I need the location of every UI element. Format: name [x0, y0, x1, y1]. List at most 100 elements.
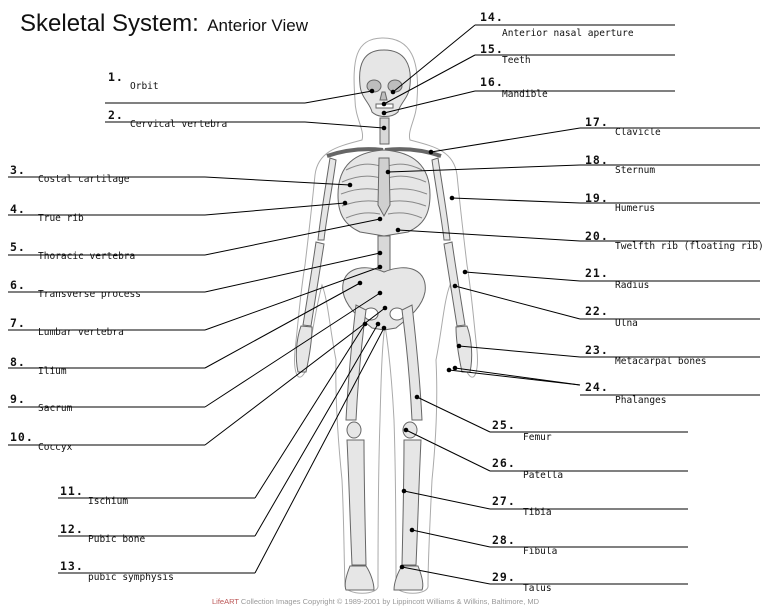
left-forearm: [302, 241, 325, 327]
leader-teeth: [383, 54, 476, 105]
pointer-dot-anterior-nasal-aperture: [390, 89, 396, 95]
leader-thoracic-vertebra: [204, 218, 381, 256]
callout-label-cervical-vertebra: Cervical vertebra: [130, 119, 228, 130]
callout-label-orbit: Orbit: [130, 81, 159, 92]
callout-number-costal-cartilage: 3.: [10, 163, 26, 177]
leader-clavicle: [430, 127, 581, 153]
leader-orbit: [304, 90, 373, 104]
callout-label-anterior-nasal-aperture: Anterior nasal aperture: [502, 28, 634, 39]
copyright-credit: LifeART Collection Images Copyright © 19…: [212, 597, 539, 606]
pointer-dot-sternum: [385, 169, 391, 175]
diagram-title: Skeletal System: Anterior View: [20, 10, 308, 38]
callout-number-thoracic-vertebra: 5.: [10, 240, 26, 254]
leader-pubic-bone: [254, 323, 379, 537]
pointer-dot-tibia: [401, 488, 407, 494]
leader-true-rib: [204, 202, 346, 216]
callout-label-lumbar-vertebra: Lumbar vertebra: [38, 327, 124, 338]
callout-label-ulna: Ulna: [615, 318, 638, 329]
callout-number-patella: 26.: [492, 456, 516, 470]
callout-label-sacrum: Sacrum: [38, 403, 73, 414]
callout-label-phalanges: Phalanges: [615, 395, 667, 406]
leader-cervical-vertebra: [304, 121, 385, 129]
title-subtitle: Anterior View: [207, 16, 308, 35]
callout-label-radius: Radius: [615, 280, 650, 291]
pointer-dot-humerus: [449, 195, 455, 201]
callout-number-ulna: 22.: [585, 304, 609, 318]
leader-pubic-symphysis: [254, 327, 385, 574]
callout-number-orbit: 1.: [108, 70, 124, 84]
skeleton-figure: [294, 37, 478, 594]
pointer-dot-pubic-symphysis: [381, 325, 387, 331]
leader-tibia: [403, 490, 491, 510]
pointer-dot-orbit: [369, 88, 375, 94]
right-clavicle: [384, 147, 442, 158]
leader-coccyx: [204, 307, 386, 446]
leader-ilium: [204, 282, 361, 369]
leader-humerus: [451, 197, 581, 204]
leader-patella: [405, 429, 491, 472]
leader-fibula: [411, 529, 491, 548]
callout-label-mandible: Mandible: [502, 89, 548, 100]
pointer-dot-coccyx: [382, 305, 388, 311]
callout-number-phalanges: 24.: [585, 380, 609, 394]
callout-label-ischium: Ischium: [88, 496, 129, 507]
callout-label-humerus: Humerus: [615, 203, 656, 214]
pointer-dot-ilium: [357, 280, 363, 286]
callout-number-pubic-bone: 12.: [60, 522, 84, 536]
callout-label-ilium: Ilium: [38, 366, 67, 377]
leader-transverse-process: [204, 252, 381, 293]
pointer-dot-femur: [414, 394, 420, 400]
leader-anterior-nasal-aperture: [392, 24, 476, 93]
pointer-dot-cervical-vertebra: [381, 125, 387, 131]
callout-label-thoracic-vertebra: Thoracic vertebra: [38, 251, 136, 262]
callout-label-metacarpal-bones: Metacarpal bones: [615, 356, 707, 367]
callout-number-teeth: 15.: [480, 42, 504, 56]
callout-number-fibula: 28.: [492, 533, 516, 547]
callout-number-radius: 21.: [585, 266, 609, 280]
credit-text: Collection Images Copyright © 1989-2001 …: [238, 597, 540, 606]
left-hand: [295, 325, 313, 373]
title-main: Skeletal System:: [20, 10, 199, 37]
leader-mandible: [383, 90, 476, 114]
leader-radius: [464, 271, 581, 282]
leader-ulna: [454, 285, 581, 320]
pointer-dot-lumbar-vertebra: [377, 264, 383, 270]
leader-metacarpal-bones: [458, 345, 581, 358]
callout-number-lumbar-vertebra: 7.: [10, 316, 26, 330]
leader-lumbar-vertebra: [204, 266, 381, 331]
credit-brand: LifeART: [212, 597, 239, 606]
callout-number-talus: 29.: [492, 570, 516, 584]
left-lower-leg: [346, 439, 367, 566]
callout-label-true-rib: True rib: [38, 213, 84, 224]
pointer-dot-phalanges-2: [446, 367, 452, 373]
callout-label-fibula: Fibula: [523, 546, 558, 557]
cervical-spine: [379, 117, 390, 145]
leader-lines: [8, 24, 760, 585]
leader-talus: [401, 566, 491, 585]
callout-label-pubic-symphysis: pubic symphysis: [88, 572, 174, 583]
leader-femur: [416, 396, 491, 433]
right-lower-leg: [401, 439, 422, 566]
skull: [359, 49, 411, 117]
callout-number-femur: 25.: [492, 418, 516, 432]
callout-number-sacrum: 9.: [10, 392, 26, 406]
callout-label-talus: Talus: [523, 583, 552, 594]
callout-label-sternum: Sternum: [615, 165, 656, 176]
nasal-aperture: [379, 91, 388, 101]
callout-number-anterior-nasal-aperture: 14.: [480, 10, 504, 24]
left-patella: [346, 421, 362, 439]
callout-number-clavicle: 17.: [585, 115, 609, 129]
callout-label-transverse-process: Transverse process: [38, 289, 141, 300]
pointer-dot-transverse-process: [377, 250, 383, 256]
callout-number-tibia: 27.: [492, 494, 516, 508]
right-foot: [393, 565, 424, 591]
pointer-dot-fibula: [409, 527, 415, 533]
callout-number-humerus: 19.: [585, 191, 609, 205]
pointer-dot-radius: [462, 269, 468, 275]
callout-number-cervical-vertebra: 2.: [108, 108, 124, 122]
callout-label-tibia: Tibia: [523, 507, 552, 518]
pointer-dot-costal-cartilage: [347, 182, 353, 188]
pointer-dot-clavicle: [428, 149, 434, 155]
